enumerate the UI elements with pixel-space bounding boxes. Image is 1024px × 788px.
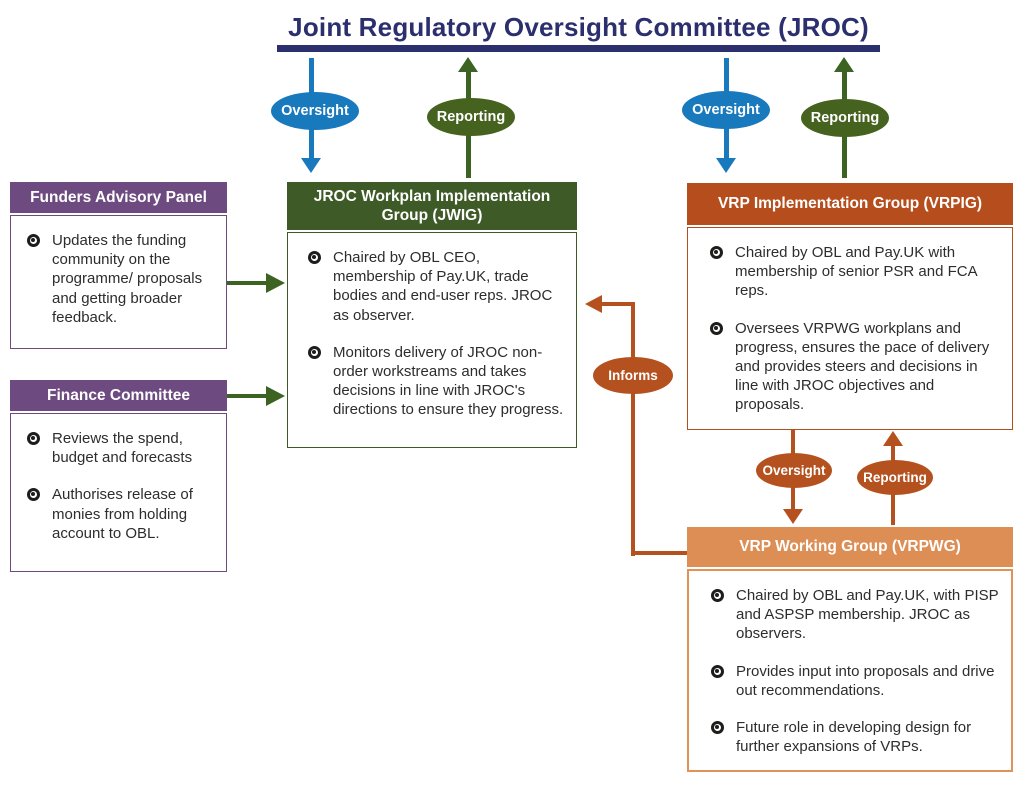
list-item: Chaired by OBL and Pay.UK with membershi…: [710, 243, 1004, 301]
list-item: Oversees VRPWG workplans and progress, e…: [710, 319, 1004, 415]
target-bullet-icon: [27, 234, 40, 247]
list-item: Reviews the spend, budget and forecasts: [27, 429, 214, 467]
target-bullet-icon: [308, 345, 321, 359]
vrpwg-header: VRP Working Group (VRPWG): [687, 527, 1013, 567]
bullet-text: Monitors delivery of JROC non-order work…: [333, 343, 564, 419]
finance-committee-body: Reviews the spend, budget and forecasts …: [10, 413, 227, 572]
arrowhead-up-icon: [834, 57, 854, 72]
target-bullet-icon: [27, 432, 40, 445]
diagram-title: Joint Regulatory Oversight Committee (JR…: [288, 12, 869, 42]
jwig-body: Chaired by OBL CEO, membership of Pay.UK…: [287, 232, 577, 448]
bullet-text: Future role in developing design for fur…: [736, 718, 972, 756]
jwig-header: JROC Workplan Implementation Group (JWIG…: [287, 182, 577, 230]
list-item: Chaired by OBL and Pay.UK, with PISP and…: [711, 586, 1003, 644]
bullet-text: Updates the funding community on the pro…: [52, 232, 203, 326]
oversight-badge-jroc-jwig: Oversight: [271, 92, 359, 130]
list-item: Provides input into proposals and drive …: [711, 662, 1003, 700]
arrowhead-left-icon: [585, 295, 602, 313]
informs-connector-bottom: [633, 551, 687, 555]
informs-connector-top: [601, 302, 633, 306]
bullet-text: Chaired by OBL CEO, membership of Pay.UK…: [333, 249, 553, 324]
informs-badge: Informs: [593, 357, 673, 394]
bullet-text: Reviews the spend, budget and forecasts: [52, 430, 193, 467]
arrowhead-right-icon: [266, 273, 285, 293]
target-bullet-icon: [710, 246, 723, 259]
bullet-text: Oversees VRPWG workplans and progress, e…: [735, 319, 990, 414]
target-bullet-icon: [711, 664, 724, 678]
reporting-badge-jwig-jroc: Reporting: [427, 98, 515, 136]
target-bullet-icon: [27, 488, 40, 502]
title-underline: [277, 45, 880, 52]
bullet-text: Provides input into proposals and drive …: [736, 662, 995, 699]
arrowhead-down-icon: [301, 158, 321, 173]
oversight-badge-vrpig-vrpwg: Oversight: [756, 453, 832, 488]
arrowhead-down-icon: [716, 158, 736, 173]
vrpig-body: Chaired by OBL and Pay.UK with membershi…: [687, 227, 1013, 430]
arrowhead-up-icon: [458, 57, 478, 72]
reporting-badge-vrpwg-vrpig: Reporting: [857, 460, 933, 495]
arrow-funders-jwig: [227, 281, 269, 285]
bullet-text: Chaired by OBL and Pay.UK with membershi…: [735, 244, 977, 300]
arrowhead-up-icon: [883, 431, 903, 446]
arrowhead-right-icon: [266, 386, 285, 406]
target-bullet-icon: [710, 321, 723, 335]
target-bullet-icon: [711, 589, 724, 602]
target-bullet-icon: [308, 251, 321, 264]
arrowhead-down-icon: [783, 509, 803, 524]
list-item: Chaired by OBL CEO, membership of Pay.UK…: [308, 248, 564, 325]
informs-connector-vertical: [631, 302, 635, 556]
list-item: Updates the funding community on the pro…: [27, 231, 214, 327]
list-item: Future role in developing design for fur…: [711, 718, 1003, 756]
arrow-finance-jwig: [227, 394, 269, 398]
reporting-badge-vrpig-jroc: Reporting: [801, 99, 889, 137]
vrpig-header: VRP Implementation Group (VRPIG): [687, 183, 1013, 225]
finance-committee-header: Finance Committee: [10, 380, 227, 411]
list-item: Authorises release of monies from holdin…: [27, 485, 214, 543]
bullet-text: Authorises release of monies from holdin…: [52, 486, 193, 542]
funders-panel-header: Funders Advisory Panel: [10, 182, 227, 213]
target-bullet-icon: [711, 720, 724, 734]
vrpwg-body: Chaired by OBL and Pay.UK, with PISP and…: [687, 569, 1013, 772]
bullet-text: Chaired by OBL and Pay.UK, with PISP and…: [736, 587, 999, 643]
funders-panel-body: Updates the funding community on the pro…: [10, 215, 227, 349]
oversight-badge-jroc-vrpig: Oversight: [682, 91, 770, 129]
list-item: Monitors delivery of JROC non-order work…: [308, 343, 564, 420]
